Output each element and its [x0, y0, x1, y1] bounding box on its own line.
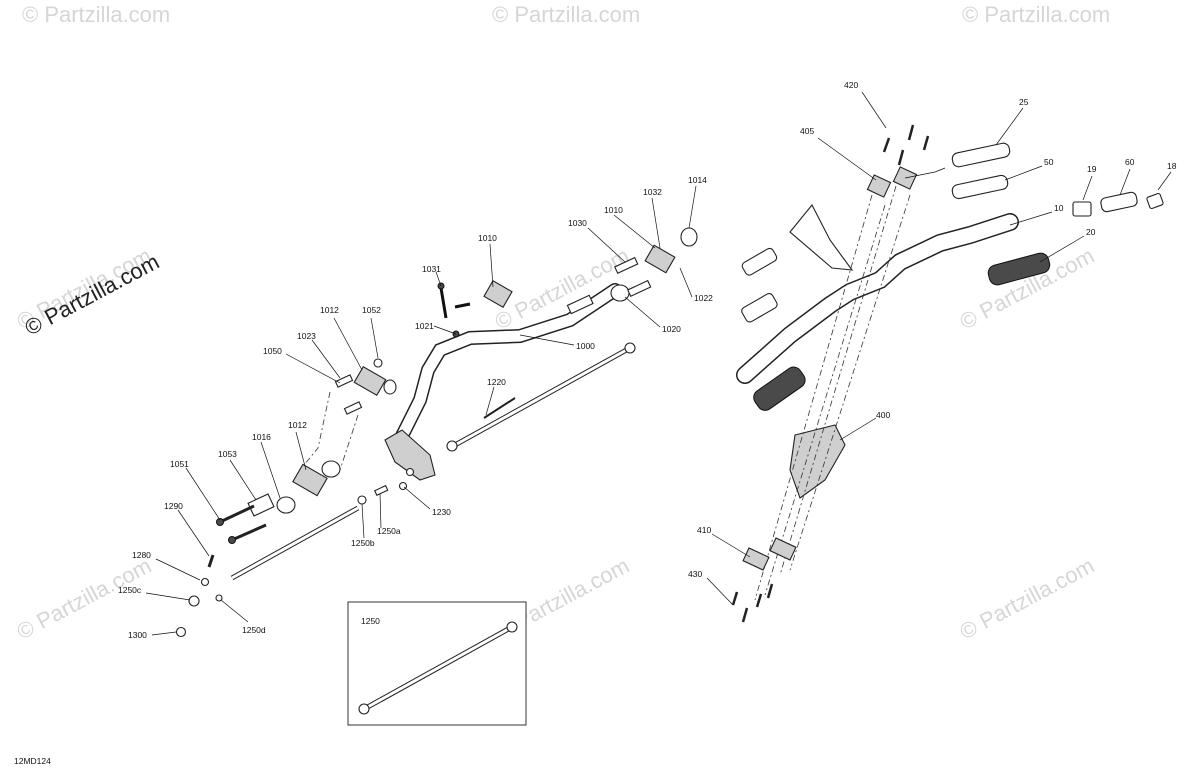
nut-1230	[405, 467, 415, 477]
handlebar-assembly	[731, 124, 1164, 623]
inset-frame	[347, 601, 527, 726]
callout-1032: 1032	[643, 187, 662, 197]
pin-1050	[343, 401, 363, 415]
clamp-1012-lower	[292, 463, 328, 497]
callout-1012-upper: 1012	[320, 305, 339, 315]
callout-1280: 1280	[132, 550, 151, 560]
callout-1250c: 1250c	[118, 585, 142, 595]
bushing-1014	[680, 227, 698, 247]
clamp-405-left	[866, 174, 892, 198]
callout-1023: 1023	[297, 331, 316, 341]
callout-1290: 1290	[164, 501, 183, 511]
tie-rod-end-upper	[624, 342, 636, 354]
bushing-1020	[610, 284, 630, 302]
partzilla-logo: © Partzilla.com	[21, 249, 164, 341]
sleeve-1030	[614, 256, 639, 275]
callout-20: 20	[1086, 227, 1096, 237]
bushing-1012	[321, 460, 341, 478]
handlebar-10	[737, 214, 1018, 383]
callout-410: 410	[697, 525, 711, 535]
callout-1031: 1031	[422, 264, 441, 274]
callout-50: 50	[1044, 157, 1054, 167]
callout-1010-right: 1010	[604, 205, 623, 215]
washer-1280	[200, 577, 210, 587]
callout-1250b: 1250b	[351, 538, 375, 548]
clamp-1010-right	[644, 244, 676, 274]
steering-column-assembly	[175, 227, 698, 638]
tie-rod-end	[358, 703, 370, 715]
callout-1021: 1021	[415, 321, 434, 331]
inset-label: 1250	[361, 616, 380, 626]
callout-1020: 1020	[662, 324, 681, 334]
callout-1300: 1300	[128, 630, 147, 640]
nut-1052	[373, 358, 383, 368]
callout-1010-upper: 1010	[478, 233, 497, 243]
callout-19: 19	[1087, 164, 1097, 174]
stud-1250a	[373, 484, 389, 496]
sleeve-upper	[566, 294, 594, 315]
grip-left	[753, 366, 806, 411]
callout-1050: 1050	[263, 346, 282, 356]
watermark: © Partzilla.com	[492, 2, 640, 27]
end-cap-18	[1146, 192, 1164, 210]
ball-joint-1250c	[188, 595, 200, 607]
watermark: © Partzilla.com	[22, 2, 170, 27]
callout-1230: 1230	[432, 507, 451, 517]
lower-bracket	[384, 429, 436, 481]
tube-25	[951, 142, 1011, 168]
callout-1051: 1051	[170, 459, 189, 469]
callout-25: 25	[1019, 97, 1029, 107]
callout-1000: 1000	[576, 341, 595, 351]
callout-1016: 1016	[252, 432, 271, 442]
riser-400	[789, 424, 846, 499]
bolt-1051	[216, 518, 224, 526]
callout-1012-lower: 1012	[288, 420, 307, 430]
pad-left	[741, 292, 778, 323]
grip-20	[987, 252, 1051, 286]
boot-1250d	[215, 594, 223, 602]
watermark: © Partzilla.com	[962, 2, 1110, 27]
tie-rod-end-lower	[446, 440, 458, 452]
watermark: © Partzilla.com	[956, 553, 1099, 645]
callout-1250d: 1250d	[242, 625, 266, 635]
clamp-410-left	[742, 547, 770, 571]
callout-1250a: 1250a	[377, 526, 401, 536]
callout-labels: 420 25 405 50 19 60 18 10 20 400 410 430…	[118, 80, 1177, 640]
tie-rod-end	[506, 621, 518, 633]
sleeve-60	[1100, 191, 1138, 213]
sleeve-19	[1072, 201, 1092, 217]
callout-1053: 1053	[218, 449, 237, 459]
pad-upper	[741, 247, 778, 276]
nut-1250b	[357, 495, 367, 505]
sleeve-1020b	[627, 279, 652, 298]
leader-lines	[145, 91, 1172, 636]
callout-1014: 1014	[688, 175, 707, 185]
callout-420: 420	[844, 80, 858, 90]
inset-1250: 1250	[347, 601, 527, 726]
callout-10: 10	[1054, 203, 1064, 213]
callout-60: 60	[1125, 157, 1135, 167]
guard-bracket	[789, 204, 854, 271]
plate-1053	[247, 493, 275, 517]
clamp-1010-upper	[483, 279, 513, 309]
callout-1022: 1022	[694, 293, 713, 303]
bolt-1051b	[228, 536, 236, 544]
pin-1023	[334, 374, 354, 388]
callout-430: 430	[688, 569, 702, 579]
callout-18: 18	[1167, 161, 1177, 171]
callout-400: 400	[876, 410, 890, 420]
bushing	[383, 379, 397, 395]
bushing-1016	[276, 496, 296, 514]
diagram-code: 12MD124	[14, 756, 51, 766]
callout-1030: 1030	[568, 218, 587, 228]
clamp-410-right	[769, 537, 797, 561]
callout-1220: 1220	[487, 377, 506, 387]
nut-1300	[175, 626, 187, 638]
callout-405: 405	[800, 126, 814, 136]
clamp-1012-upper	[353, 365, 387, 397]
tube-50	[951, 174, 1009, 200]
callout-1052: 1052	[362, 305, 381, 315]
